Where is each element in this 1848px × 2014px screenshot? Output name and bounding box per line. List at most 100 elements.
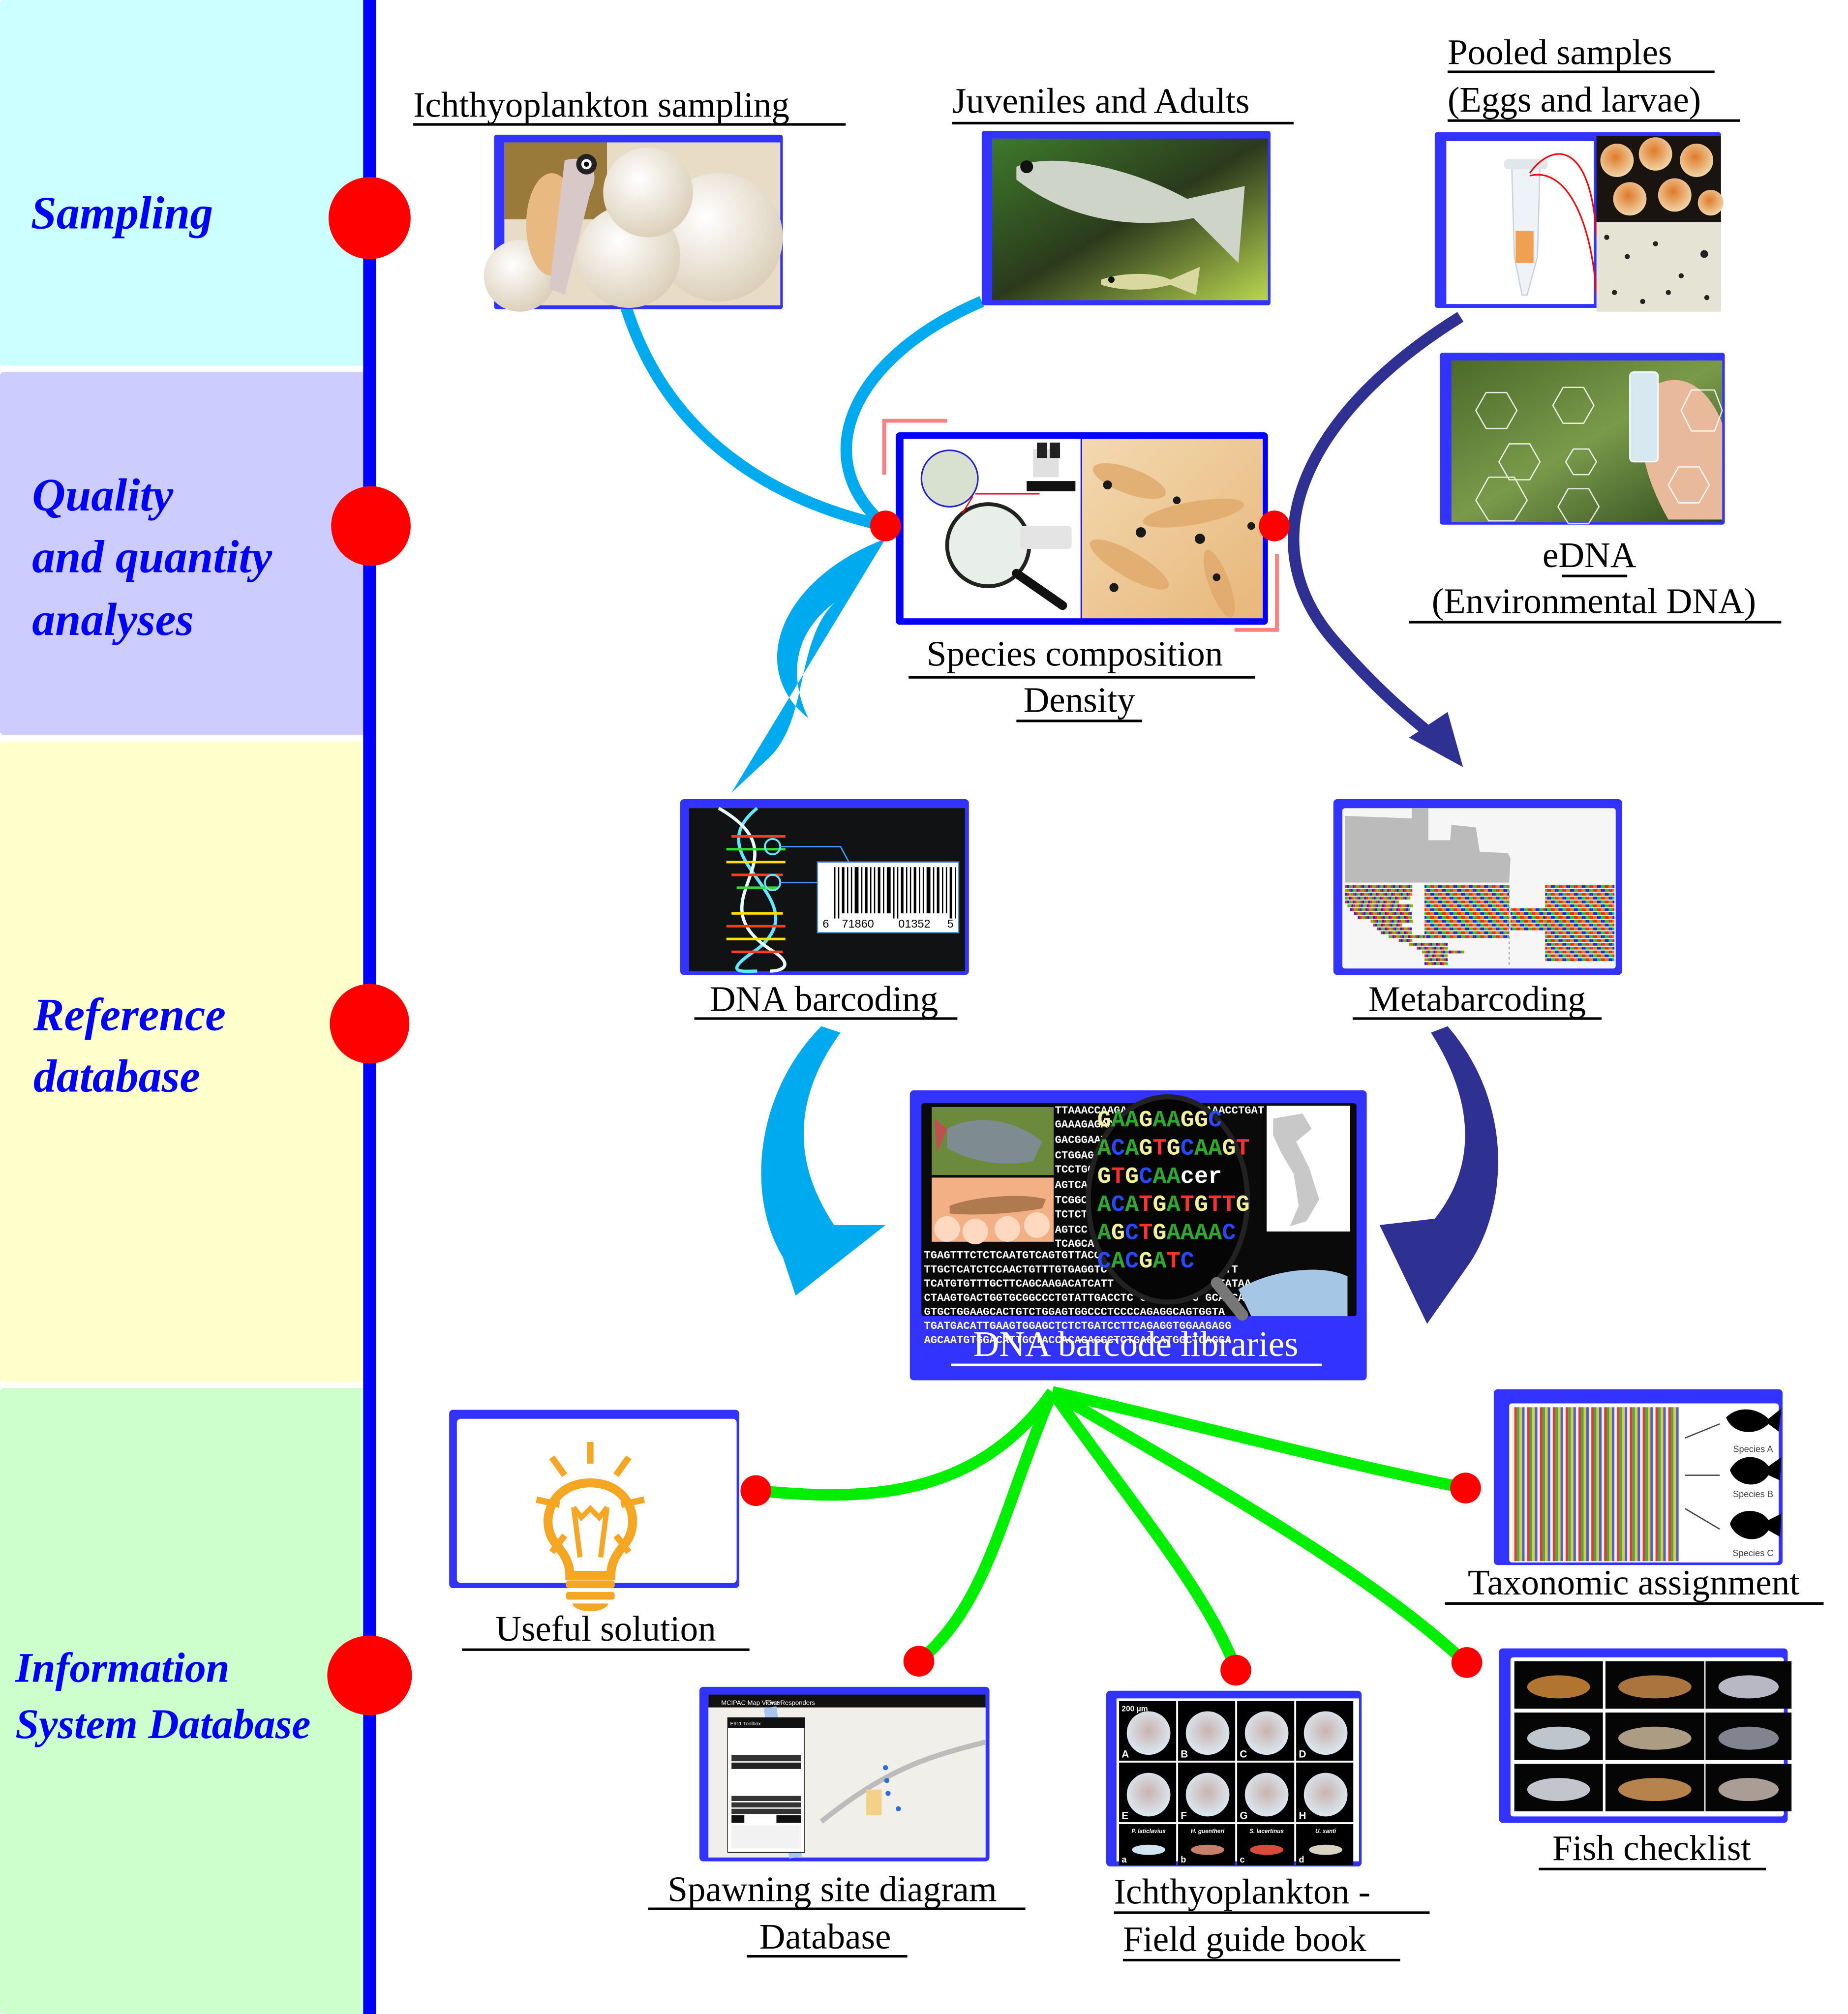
read-base — [1437, 950, 1440, 954]
read-base — [1434, 920, 1436, 923]
read-base — [1444, 916, 1446, 919]
read-base — [1603, 939, 1605, 942]
read-base — [1501, 908, 1504, 911]
read-base — [1455, 897, 1457, 900]
read-base — [1457, 908, 1459, 911]
alignment-column — [1571, 1407, 1574, 1562]
barcode-bar — [933, 867, 935, 914]
read-base — [1558, 889, 1561, 892]
read-base — [1501, 935, 1504, 938]
read-base — [1362, 893, 1364, 896]
read-base — [1608, 889, 1611, 892]
read-base — [1461, 923, 1463, 927]
read-base — [1396, 916, 1398, 919]
read-base — [1606, 901, 1609, 903]
read-base — [1449, 908, 1452, 911]
read-base — [1581, 954, 1584, 958]
read-base — [1608, 893, 1611, 896]
read-base — [1558, 950, 1561, 954]
read-base — [1404, 912, 1406, 915]
read-base — [1359, 904, 1361, 907]
read-base — [1595, 927, 1597, 931]
read-base — [1374, 904, 1377, 907]
underline — [952, 121, 1294, 125]
read-base — [1411, 935, 1414, 938]
read-base — [1591, 958, 1594, 962]
barcode-bar — [838, 867, 840, 919]
read-base — [1465, 893, 1467, 896]
read-base — [1579, 927, 1582, 931]
read-base — [1438, 943, 1440, 946]
read-base — [1389, 897, 1392, 900]
read-base — [1465, 885, 1467, 888]
read-base — [1381, 901, 1384, 903]
read-base — [1474, 927, 1477, 931]
read-base — [1380, 920, 1382, 923]
read-base — [1564, 908, 1567, 911]
read-base — [1495, 935, 1498, 938]
read-base — [1599, 946, 1601, 950]
read-base — [1446, 889, 1448, 892]
read-base — [1446, 908, 1448, 911]
read-base — [1470, 931, 1473, 934]
caption-pooled-samples: Pooled samples (Eggs and larvae) — [1448, 32, 1701, 119]
read-base — [1444, 962, 1446, 965]
read-base — [1583, 923, 1586, 927]
underline — [413, 123, 846, 126]
read-base — [1490, 916, 1492, 919]
read-base — [1574, 939, 1576, 942]
read-base — [1556, 931, 1559, 934]
read-base — [1558, 893, 1561, 896]
read-base — [1385, 897, 1388, 900]
read-base — [1465, 904, 1467, 907]
read-base — [1463, 916, 1465, 919]
egg — [1185, 1773, 1230, 1817]
read-base — [1387, 893, 1390, 896]
read-base — [1453, 893, 1455, 896]
read-base — [1606, 893, 1609, 896]
read-base — [1574, 893, 1576, 896]
read-base — [1396, 923, 1398, 927]
read-base — [1438, 931, 1440, 934]
read-base — [1372, 897, 1374, 900]
read-base — [1430, 912, 1432, 915]
read-base — [1499, 916, 1502, 919]
read-base — [1478, 935, 1481, 938]
read-base — [1541, 912, 1544, 915]
read-base — [1503, 912, 1506, 915]
read-base — [1537, 908, 1540, 911]
read-base — [1593, 946, 1596, 950]
read-base — [1593, 901, 1596, 903]
read-base — [1560, 958, 1563, 962]
read-base — [1400, 885, 1403, 888]
read-base — [1396, 885, 1399, 888]
node-dot-right — [1259, 511, 1290, 541]
read-base — [1495, 904, 1498, 907]
read-base — [1568, 931, 1571, 934]
read-base — [1393, 889, 1395, 892]
read-base — [1373, 923, 1375, 927]
read-base — [1547, 889, 1549, 892]
read-base — [1432, 954, 1434, 958]
read-base — [1457, 889, 1459, 892]
read-base — [1526, 908, 1528, 911]
read-base — [1424, 885, 1426, 888]
read-base — [1575, 901, 1578, 903]
read-base — [1497, 897, 1500, 900]
read-base — [1505, 889, 1508, 892]
read-base — [1597, 893, 1599, 896]
read-base — [1486, 885, 1488, 888]
read-base — [1545, 935, 1547, 938]
read-base — [1457, 916, 1459, 919]
vietnam-map — [1267, 1106, 1350, 1232]
alignment-column — [1532, 1407, 1535, 1562]
read-base — [1469, 927, 1471, 931]
read-base — [1552, 927, 1555, 931]
read-base — [1593, 885, 1596, 888]
read-base — [1461, 885, 1463, 888]
read-base — [1549, 893, 1551, 896]
read-base — [1476, 916, 1479, 919]
read-base — [1444, 908, 1446, 911]
read-base — [1514, 912, 1516, 915]
read-base — [1605, 954, 1607, 958]
